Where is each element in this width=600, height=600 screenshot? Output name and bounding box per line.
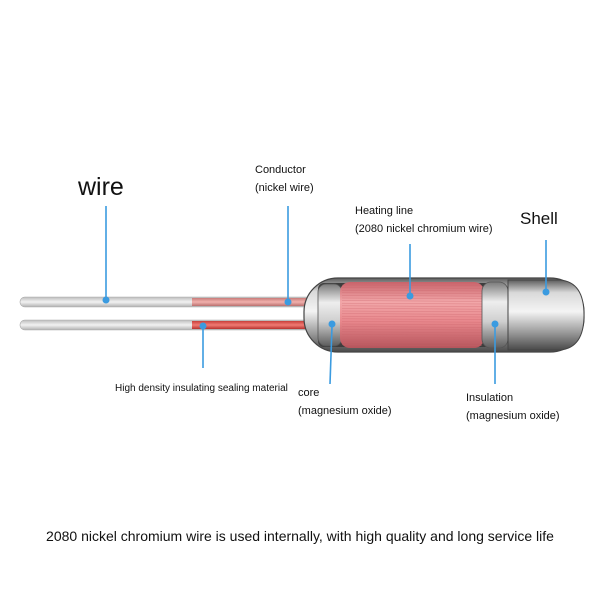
leader-insulation-dot [491, 320, 499, 328]
core-cap [317, 283, 343, 347]
coil-winding [341, 328, 483, 331]
leader-core [329, 325, 333, 385]
coil-winding [341, 313, 483, 315]
coil-winding [341, 341, 483, 344]
coil-winding [341, 289, 483, 292]
shell-end [507, 279, 585, 351]
leader-wire-dot [102, 296, 110, 304]
label-heating-sub: (2080 nickel chromium wire) [355, 223, 493, 235]
coil-winding [341, 344, 483, 346]
heating-coil [340, 282, 484, 348]
coil-winding [341, 331, 483, 333]
coil-winding [341, 321, 483, 323]
label-conductor-title: Conductor [255, 164, 306, 176]
coil-winding [341, 287, 483, 289]
label-sealing: High density insulating sealing material [115, 383, 288, 394]
leader-heating-dot [406, 292, 414, 300]
caption: 2080 nickel chromium wire is used intern… [46, 528, 554, 544]
leader-core-dot [328, 320, 336, 328]
label-core-title: core [298, 387, 319, 399]
coil-winding [341, 284, 483, 287]
coil-winding [341, 323, 483, 326]
heating-coil-windings [341, 284, 483, 346]
leader-shell-dot [542, 288, 550, 296]
coil-winding [341, 302, 483, 305]
coil-winding [341, 336, 483, 339]
label-heating-title: Heating line [355, 205, 413, 217]
conductor-bottom [192, 321, 312, 329]
leader-conductor-dot [284, 298, 292, 306]
coil-winding [341, 315, 483, 318]
coil-winding [341, 305, 483, 307]
label-wire: wire [77, 173, 124, 201]
coil-winding [341, 326, 483, 328]
conductor-top [192, 298, 308, 306]
coil-winding [341, 334, 483, 336]
coil-winding [341, 318, 483, 320]
label-shell: Shell [520, 209, 558, 228]
label-insulation-sub: (magnesium oxide) [466, 410, 560, 422]
label-core-sub: (magnesium oxide) [298, 405, 392, 417]
coil-winding [341, 339, 483, 341]
leader-sealing-dot [199, 322, 207, 330]
coil-winding [341, 310, 483, 313]
coil-winding [341, 308, 483, 310]
label-conductor-sub: (nickel wire) [255, 182, 314, 194]
coil-winding [341, 300, 483, 302]
label-insulation-title: Insulation [466, 392, 513, 404]
